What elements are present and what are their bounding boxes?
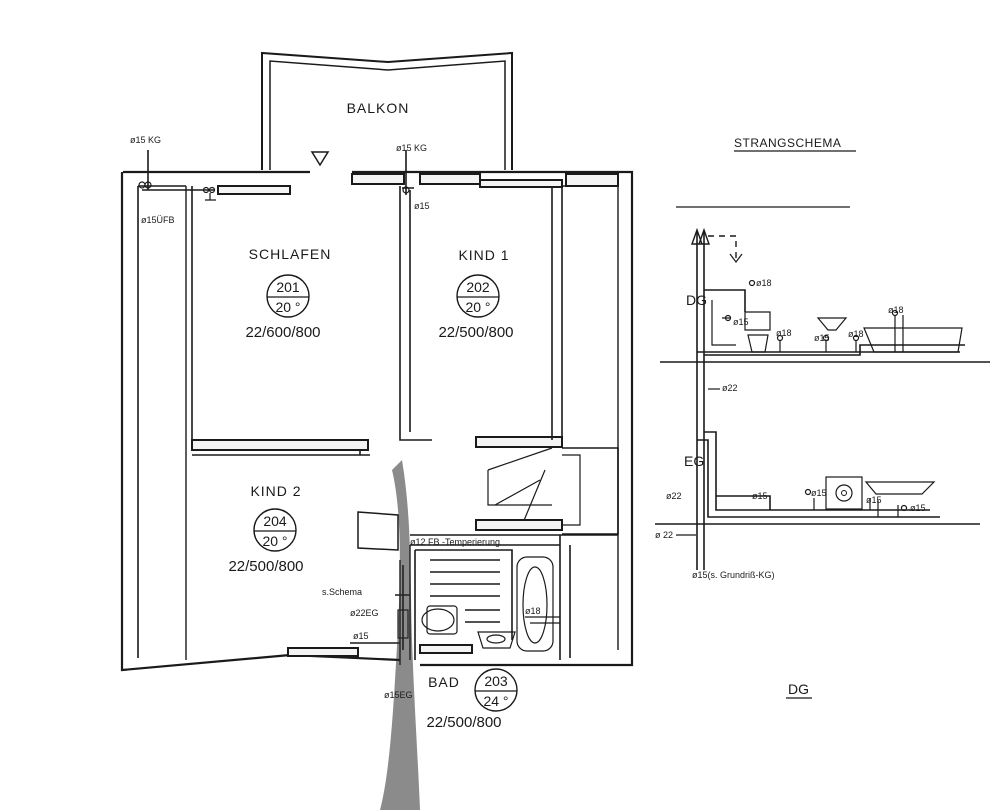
room-dimensions: 22/500/800 [426, 714, 501, 731]
toilet-bowl [747, 334, 769, 353]
pipe-label: ø12 FB -Temperierung [410, 537, 500, 547]
pipe-label: ø15 [414, 201, 430, 211]
outer-walls [120, 170, 634, 672]
balcony [261, 51, 513, 170]
room-name: SCHLAFEN [249, 246, 332, 262]
pipe-label: s.Schema [322, 587, 362, 597]
utility-sink [864, 481, 936, 495]
schema-label: ø18 [756, 278, 772, 288]
wash-basin [477, 631, 516, 649]
pipe-label: ø15ÜFB [141, 215, 175, 225]
room-balkon: BALKON [347, 100, 410, 116]
room-bad: BAD 203 24 ° 22/500/800 [426, 668, 518, 731]
schema-label: ø18 [776, 328, 792, 338]
schema-label: ø15 [866, 495, 882, 505]
room-number: 204 [263, 513, 287, 529]
schema-footer: DG [788, 681, 809, 697]
schema-title: STRANGSCHEMA [734, 136, 841, 150]
room-dimensions: 22/500/800 [228, 558, 303, 575]
room-number: 203 [484, 673, 508, 689]
room-name: BALKON [347, 100, 410, 116]
toilet-tank [744, 311, 771, 331]
schema-label: ø22 [722, 383, 738, 393]
room-kind2: KIND 2 204 20 ° 22/500/800 [228, 483, 303, 575]
room-number: 201 [276, 279, 300, 295]
room-name: KIND 1 [458, 247, 509, 263]
door-leaf [357, 511, 399, 551]
room-name: KIND 2 [250, 483, 301, 499]
room-name: BAD [428, 674, 460, 690]
interior-walls [191, 185, 619, 665]
room-schlafen: SCHLAFEN 201 20 ° 22/600/800 [245, 246, 332, 341]
scan-smudge [380, 460, 420, 810]
room-dimensions: 22/500/800 [438, 324, 513, 341]
wash-basin-schema [816, 317, 848, 331]
plan-pipe-labels: ø15 KG ø15ÜFB ø15 KG ø15 ø12 FB -Temperi… [130, 135, 541, 700]
schema-label: ø15(s. Grundriß-KG) [692, 570, 775, 580]
strangschema: STRANGSCHEMA DG EG ø18 ø15 ø18 ø15 ø18 ø… [655, 136, 990, 699]
schema-label: ø15 [733, 317, 749, 327]
room-dimensions: 22/600/800 [245, 324, 320, 341]
bathroom-fixtures [414, 549, 560, 660]
toilet [421, 608, 455, 632]
schema-label: ø15 [752, 491, 768, 501]
room-temperature: 24 ° [483, 693, 508, 709]
heating-pipes [138, 150, 414, 650]
pipe-label: ø15 KG [130, 135, 161, 145]
pipe-label: ø15 KG [396, 143, 427, 153]
room-temperature: 20 ° [262, 533, 287, 549]
riser-arrow-icon [691, 227, 710, 245]
schema-label: ø18 [888, 305, 904, 315]
room-number: 202 [466, 279, 490, 295]
entry-arrow-icon [310, 151, 330, 167]
schema-label: ø 22 [655, 530, 673, 540]
schema-label: ø22 [666, 491, 682, 501]
schema-label: ø18 [848, 329, 864, 339]
room-kind1: KIND 1 202 20 ° 22/500/800 [438, 247, 513, 341]
room-temperature: 20 ° [275, 299, 300, 315]
pipe-label: ø18 [525, 606, 541, 616]
drain-icon [835, 484, 853, 502]
bathtub-schema [863, 327, 963, 353]
schema-label: ø15 [910, 503, 926, 513]
bathtub [516, 556, 554, 652]
level-label-eg: EG [684, 453, 704, 469]
pipe-label: ø15 [353, 631, 369, 641]
schema-label: ø15 [814, 333, 830, 343]
schema-label: ø15 [811, 488, 827, 498]
pipe-label: ø22EG [350, 608, 379, 618]
room-temperature: 20 ° [465, 299, 490, 315]
pipe-label: ø15EG [384, 690, 413, 700]
floor-drain-box [825, 476, 863, 510]
